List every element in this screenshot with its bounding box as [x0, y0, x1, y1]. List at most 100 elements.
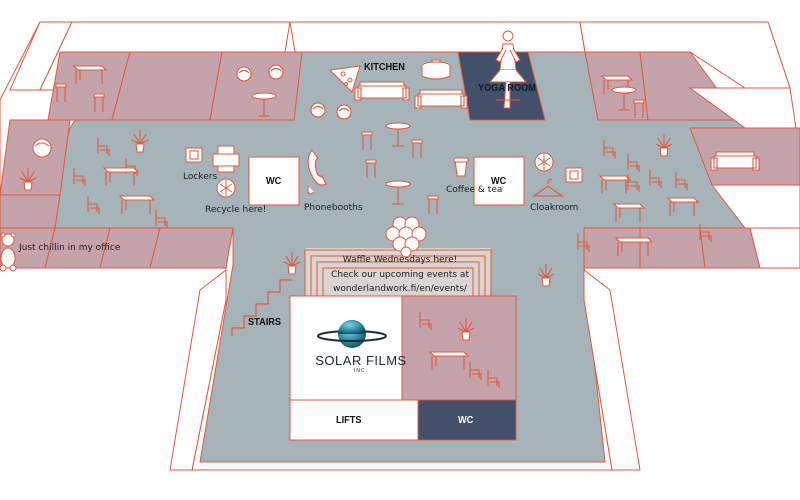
stairs-icon [231, 279, 292, 336]
yoga-room-label: YOGA ROOM [478, 83, 536, 94]
chair-icon [627, 154, 640, 172]
brand-name: SOLAR FILMS [315, 353, 407, 368]
plant-icon [457, 318, 475, 333]
stool-icon [633, 99, 645, 118]
pouf-icon [338, 107, 350, 112]
pouf-icon [270, 67, 282, 72]
coffee-label: Coffee & tea [446, 185, 503, 195]
pouf-icon [32, 138, 52, 158]
wc-right-label: WC [491, 176, 507, 187]
chair-icon [603, 140, 616, 158]
chair-icon [487, 370, 500, 388]
plant-pot-icon [541, 277, 551, 287]
plant-pot-icon [23, 181, 33, 191]
round-table-icon [618, 93, 630, 111]
lifts-label: LIFTS [336, 415, 362, 426]
sofa-icon [354, 81, 410, 101]
wc-right-room [473, 156, 525, 206]
plant-pot-icon [135, 143, 145, 153]
chair-icon [627, 174, 640, 192]
round-table-icon [385, 180, 411, 188]
pouf-icon [238, 69, 250, 74]
round-table-icon [611, 86, 637, 94]
stool-icon [93, 93, 105, 112]
furniture-layer [19, 64, 760, 388]
pouf-icon [312, 105, 324, 110]
table-icon [72, 65, 108, 84]
cooking-pot-icon [421, 59, 451, 80]
pouf-icon [336, 104, 352, 120]
stairs-label: STAIRS [248, 317, 282, 328]
phone-icon [307, 149, 327, 195]
planet-logo-icon [317, 320, 387, 348]
pizza-icon [328, 65, 361, 93]
pouf-icon [268, 64, 284, 80]
events-banner [304, 248, 492, 298]
banner-line-waffle: Waffle Wednesdays here! [342, 255, 458, 265]
table-icon [600, 75, 634, 94]
plant-pot-icon [461, 331, 471, 341]
recycle-bin-icon [216, 178, 236, 198]
chair-icon [155, 210, 168, 228]
locker-icon [565, 167, 583, 183]
chair-icon [73, 168, 86, 186]
wc-left-label: WC [266, 176, 282, 187]
banner-line-url: wonderlandwork.fi/en/events/ [333, 284, 467, 294]
stool-icon [427, 195, 439, 214]
chair-icon [675, 172, 688, 190]
plant-icon [131, 130, 149, 145]
hanger-icon [532, 178, 564, 197]
kitchen-label: KITCHEN [364, 62, 405, 73]
table-icon [428, 351, 470, 370]
brand-sub: INC. [354, 368, 368, 374]
pouf-icon [236, 66, 252, 82]
wc-left-room [248, 156, 300, 206]
round-table-icon [392, 129, 404, 147]
cloakroom-label: Cloakroom [530, 203, 579, 213]
stool-icon [411, 139, 423, 158]
sofa-icon [710, 151, 760, 171]
round-table-icon [251, 92, 277, 100]
pouf-icon [310, 102, 326, 118]
table-icon [614, 237, 654, 256]
round-table-icon [385, 122, 411, 130]
lockers-label: Lockers [183, 172, 218, 182]
chair-icon [419, 312, 432, 330]
yoga-person-icon [488, 30, 528, 109]
chair-icon [699, 224, 712, 242]
phonebooths-label: Phonebooths [304, 203, 363, 213]
printer-icon [212, 145, 240, 173]
recycle-label: Recycle here! [205, 205, 267, 215]
stool-icon [361, 131, 373, 150]
sofa-icon [414, 89, 468, 109]
wc-bottom-room [417, 399, 517, 441]
plant-icon [19, 168, 37, 183]
waffle-icon [385, 216, 427, 258]
chillin-label: Just chillin in my office [19, 243, 121, 253]
plant-pot-icon [287, 265, 297, 275]
plant-pot-icon [659, 147, 669, 157]
table-icon [598, 175, 632, 194]
chair-icon [469, 362, 482, 380]
table-icon [666, 197, 700, 216]
chair-icon [649, 170, 662, 188]
chair-icon [87, 196, 100, 214]
solar-films-office [289, 295, 403, 401]
coffee-cup-icon [453, 157, 469, 177]
chair-icon [577, 234, 590, 252]
banner-line-events: Check our upcoming events at [331, 270, 469, 280]
table-icon [612, 203, 646, 222]
wc-bottom-label: WC [458, 415, 474, 426]
table-icon [102, 167, 140, 186]
chair-icon [97, 138, 110, 156]
stool-icon [365, 159, 377, 178]
recycle-bin-icon [534, 152, 554, 172]
table-icon [118, 195, 156, 214]
round-table-icon [392, 187, 404, 205]
locker-icon [185, 147, 203, 163]
plant-icon [283, 252, 301, 267]
stool-icon [55, 83, 67, 102]
teddy-bear-icon [0, 232, 17, 272]
plant-icon [537, 264, 555, 279]
